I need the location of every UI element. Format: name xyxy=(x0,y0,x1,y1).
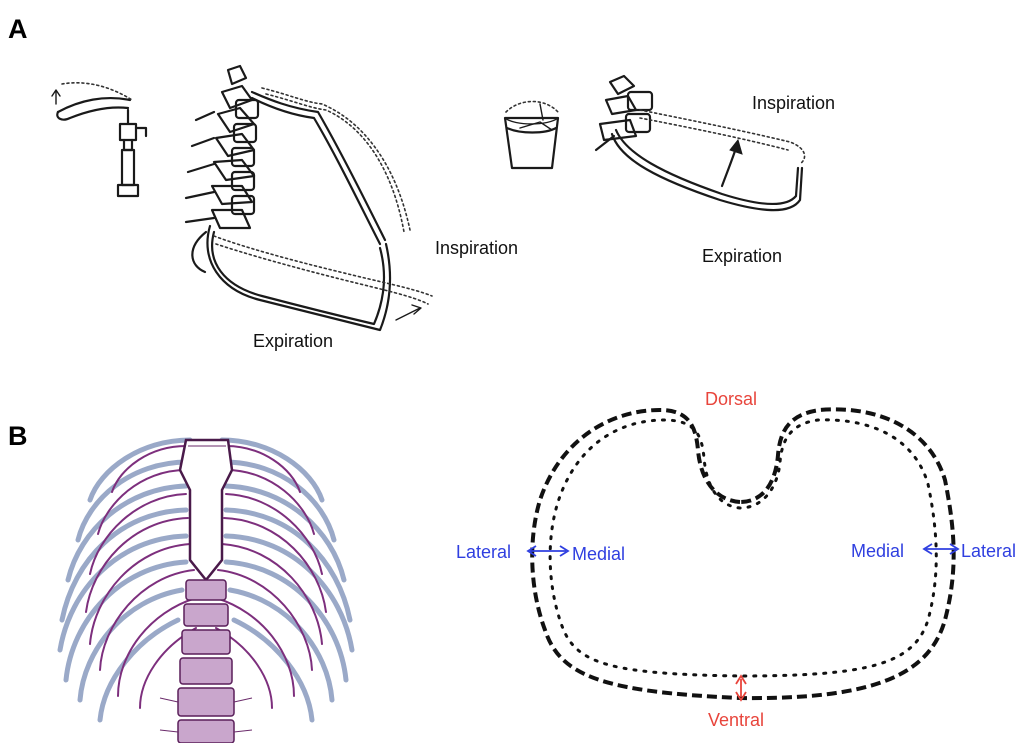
pump-handle-ribcage xyxy=(186,66,432,330)
bucket-rib-dotted xyxy=(640,110,805,164)
left-lateral-label: Lateral xyxy=(456,542,511,562)
pump-handle-illustration xyxy=(52,83,146,196)
dorsal-label: Dorsal xyxy=(705,389,757,409)
ventral-label: Ventral xyxy=(708,710,764,730)
panel-b-label: B xyxy=(8,421,28,451)
bucket-inspiration-label: Inspiration xyxy=(752,93,835,113)
bucket-rib-solid xyxy=(612,134,802,210)
left-lateral-medial-arrow xyxy=(528,546,568,556)
bucket-illustration xyxy=(505,102,558,169)
left-medial-label: Medial xyxy=(572,544,625,564)
right-medial-label: Medial xyxy=(851,541,904,561)
rib-dotted-lower xyxy=(214,236,432,296)
right-medial-lateral-arrow xyxy=(924,544,958,554)
rib-solid-upper xyxy=(252,92,385,240)
spine xyxy=(160,580,252,743)
rib-solid-lower xyxy=(207,226,389,330)
pump-expiration-label: Expiration xyxy=(253,331,333,351)
pump-inspiration-label: Inspiration xyxy=(435,238,518,258)
vertebral-column xyxy=(186,66,258,228)
right-lateral-label: Lateral xyxy=(961,541,1016,561)
panel-a-label: A xyxy=(8,14,28,44)
bucket-expiration-label: Expiration xyxy=(702,246,782,266)
anterior-ribcage-illustration xyxy=(60,440,352,743)
